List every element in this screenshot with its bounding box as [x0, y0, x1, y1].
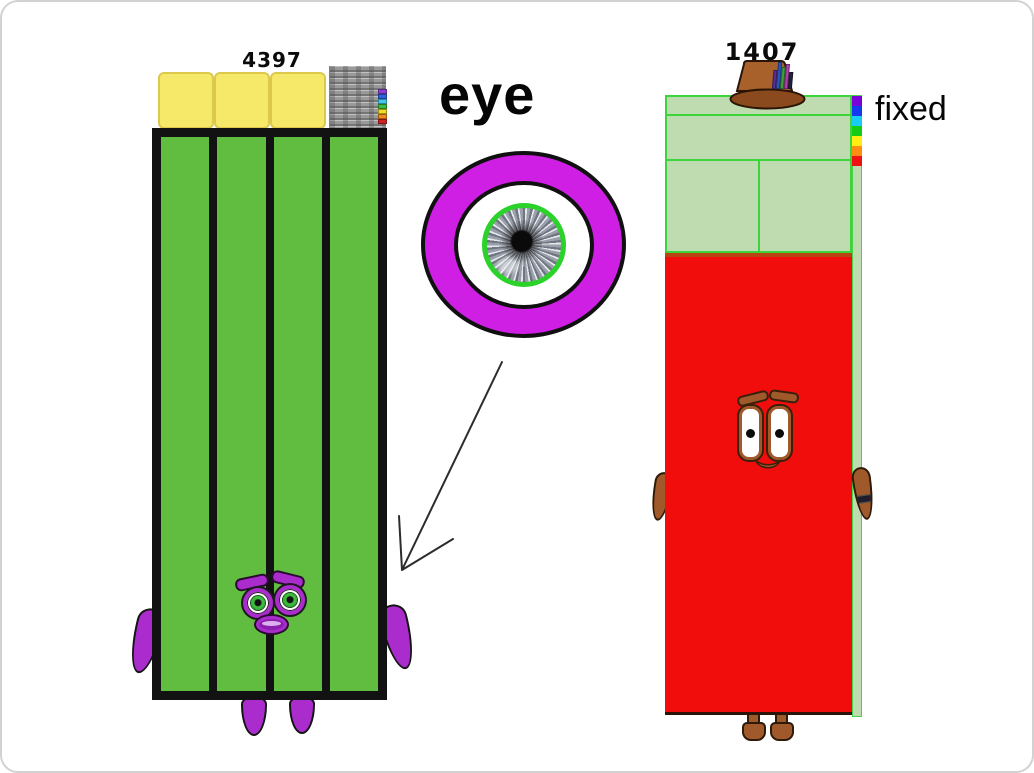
eye-diagram-outer-ring	[421, 151, 626, 338]
right-foot-4397	[289, 696, 315, 734]
rainbow-tab	[378, 89, 387, 94]
right-boot-shoe	[770, 722, 794, 741]
right-pupil-1407	[775, 428, 784, 438]
rainbow-tab-strip	[378, 89, 387, 124]
fixed-label: fixed	[875, 90, 947, 128]
count-label-4397: 4397	[242, 48, 302, 72]
left-eye-1407	[739, 406, 762, 460]
right-eye-1407	[768, 406, 791, 460]
rainbow-segment	[852, 146, 862, 156]
rainbow-segment	[852, 156, 862, 166]
rainbow-segment	[852, 106, 862, 116]
block-body-4397	[152, 128, 387, 700]
red-block-body-1407	[665, 253, 852, 715]
right-boot-1407	[770, 713, 794, 742]
grid-line-horizontal-1	[665, 114, 852, 116]
rainbow-strip-1407	[852, 96, 862, 166]
right-eye-4397	[275, 585, 305, 615]
hat-icon	[729, 60, 806, 110]
left-boot-1407	[742, 713, 766, 742]
mouth-4397	[256, 616, 287, 633]
left-foot-4397	[241, 696, 267, 736]
grid-line-vertical	[758, 161, 760, 253]
rainbow-segment	[852, 136, 862, 146]
eye-diagram-iris-photo	[481, 202, 566, 287]
left-iris-4397	[251, 596, 265, 610]
rainbow-tab	[378, 94, 387, 99]
left-pupil-1407	[746, 428, 755, 438]
eye-callout-label: eye	[439, 63, 536, 126]
left-boot-shoe	[742, 722, 766, 741]
right-iris-4397	[283, 593, 297, 607]
mouth-1407	[754, 458, 782, 469]
rainbow-tab	[378, 119, 387, 124]
callout-arrow	[398, 361, 503, 571]
rainbow-segment	[852, 116, 862, 126]
rainbow-segment	[852, 96, 862, 106]
left-eye-4397	[243, 588, 273, 618]
side-strip-1407	[852, 95, 862, 717]
hat-feathers	[771, 62, 794, 89]
rainbow-tab	[378, 99, 387, 104]
rainbow-tab	[378, 114, 387, 119]
eye-diagram-sclera	[453, 180, 594, 309]
rainbow-tab	[378, 109, 387, 114]
grid-line-horizontal-2	[665, 159, 852, 161]
rainbow-tab	[378, 104, 387, 109]
yellow-blocks-row	[158, 72, 326, 129]
gray-blocks-stack	[329, 66, 386, 128]
rainbow-segment	[852, 126, 862, 136]
